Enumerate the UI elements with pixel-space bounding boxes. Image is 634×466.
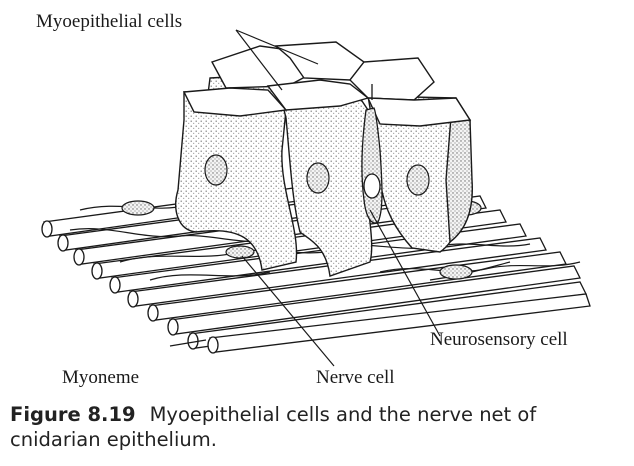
label-neurosensory-cell: Neurosensory cell — [430, 329, 568, 350]
hexagonal-cell-tops — [182, 41, 472, 127]
figure-number: Figure 8.19 — [10, 403, 136, 426]
caption-text: Myoepithelial cells and the nerve net of… — [10, 403, 537, 451]
label-myoneme: Myoneme — [62, 367, 140, 388]
myoepithelial-columns — [175, 73, 473, 277]
label-nerve-cell: Nerve cell — [316, 367, 395, 388]
label-myoepithelial-cells: Myoepithelial cells — [36, 11, 183, 32]
epithelium-illustration — [41, 29, 591, 367]
leader-lines — [169, 29, 441, 367]
neurosensory-cell — [361, 84, 383, 224]
cell-nuclei — [204, 154, 430, 196]
